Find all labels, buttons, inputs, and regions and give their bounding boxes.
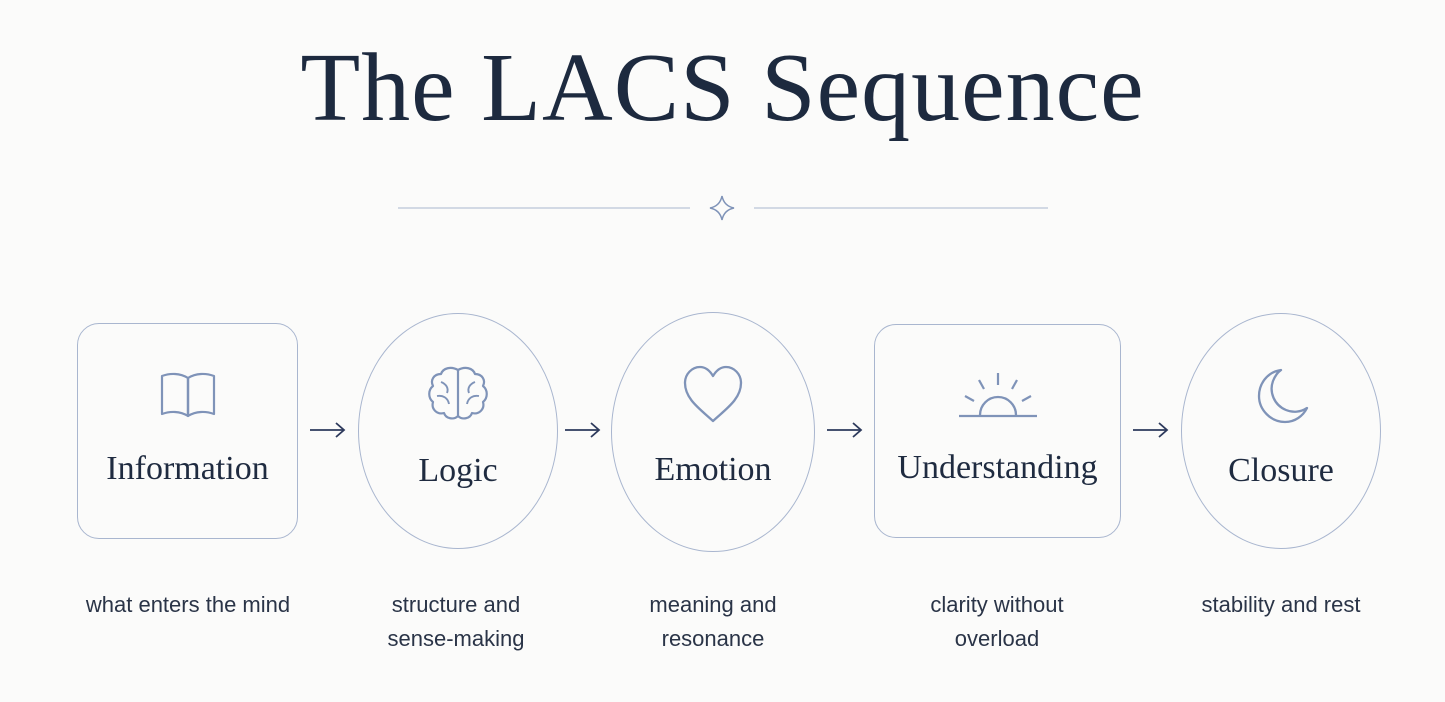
caption-closure: stability and rest [1151, 588, 1411, 622]
caption-information: what enters the mind [58, 588, 318, 622]
stage-logic: Logic [358, 313, 558, 549]
crescent-moon-icon [1257, 368, 1309, 424]
caption-line: resonance [661, 626, 765, 651]
arrow-right-icon [827, 422, 863, 438]
arrow-right-icon [1133, 422, 1169, 438]
caption-line: stability and rest [1201, 592, 1361, 617]
heart-icon [683, 365, 743, 423]
arrow-right-icon [310, 422, 346, 438]
stage-label-logic: Logic [418, 452, 498, 489]
stage-label-information: Information [106, 450, 269, 487]
caption-line: structure and [391, 592, 521, 617]
caption-emotion: meaning and resonance [583, 588, 843, 656]
stage-emotion: Emotion [611, 312, 815, 552]
page-title: The LACS Sequence [300, 34, 1145, 142]
stage-label-emotion: Emotion [654, 451, 772, 488]
caption-line: meaning and [649, 592, 777, 617]
stage-information: Information [77, 323, 298, 539]
sunrise-icon [958, 373, 1037, 418]
caption-understanding: clarity without overload [867, 588, 1127, 656]
stage-closure: Closure [1181, 313, 1381, 549]
sparkle-icon [709, 195, 735, 221]
stage-label-closure: Closure [1228, 452, 1334, 489]
brain-icon [428, 366, 488, 420]
caption-line: sense-making [387, 626, 525, 651]
caption-line: overload [954, 626, 1040, 651]
caption-logic: structure and sense-making [326, 588, 586, 656]
caption-line: what enters the mind [85, 592, 291, 617]
open-book-icon [160, 372, 215, 418]
caption-line: clarity without [930, 592, 1064, 617]
arrow-right-icon [565, 422, 601, 438]
stage-label-understanding: Understanding [897, 449, 1098, 486]
title-divider [398, 195, 1048, 221]
stage-understanding: Understanding [874, 324, 1121, 538]
